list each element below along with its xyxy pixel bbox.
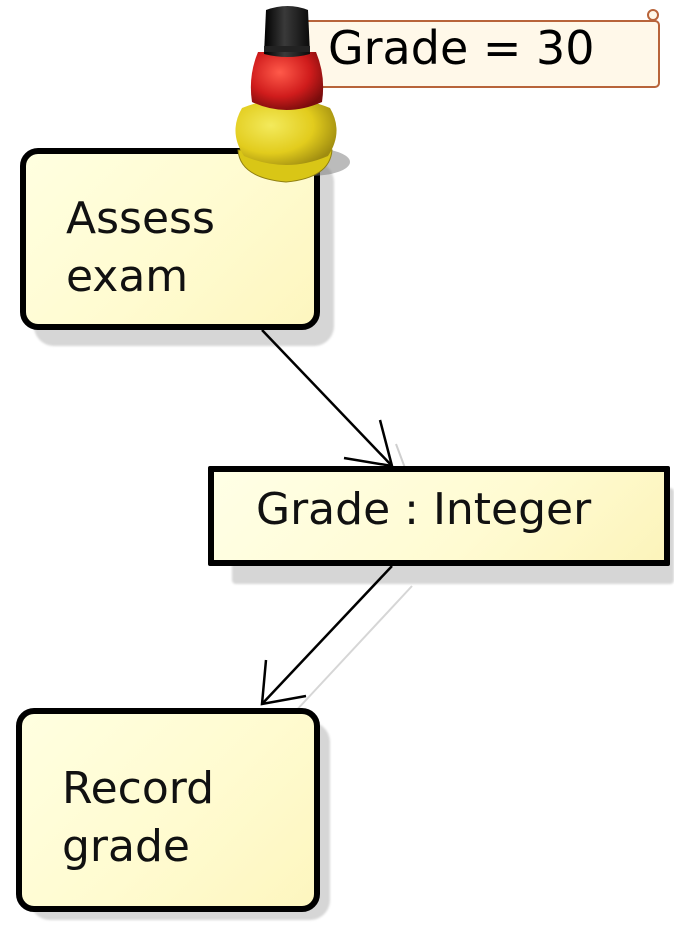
label-line-1: Record (62, 763, 215, 814)
token-value-label: Grade = 30 (328, 21, 595, 75)
object-node-grade[interactable]: Grade : Integer (208, 466, 670, 566)
label-line-2: grade (62, 821, 190, 872)
edge-object-to-record (260, 565, 413, 730)
action-record-grade-label: Record grade (62, 760, 214, 876)
token-value-note: Grade = 30 (300, 20, 660, 88)
note-corner-handle (647, 9, 659, 21)
action-assess-exam-label: Assess exam (66, 190, 215, 306)
label-line-1: Assess (66, 193, 215, 244)
object-node-grade-label: Grade : Integer (256, 484, 592, 535)
bottle-token-icon (235, 6, 350, 183)
edge-assess-to-object (261, 329, 410, 478)
label-line-2: exam (66, 251, 189, 302)
action-record-grade[interactable]: Record grade (16, 708, 320, 912)
